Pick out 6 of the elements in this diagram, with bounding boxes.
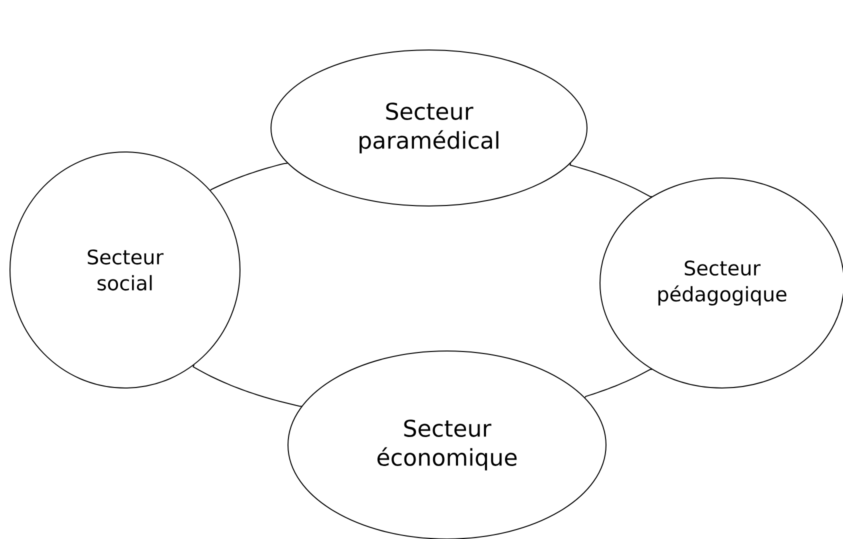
connector-arc: [584, 368, 652, 398]
ellipse-node: Secteur paramédical: [270, 50, 588, 206]
connector-arc: [192, 364, 302, 407]
connector-arc: [570, 162, 652, 198]
connector-arc: [210, 162, 288, 191]
ellipse-node: Secteur social: [10, 152, 240, 388]
